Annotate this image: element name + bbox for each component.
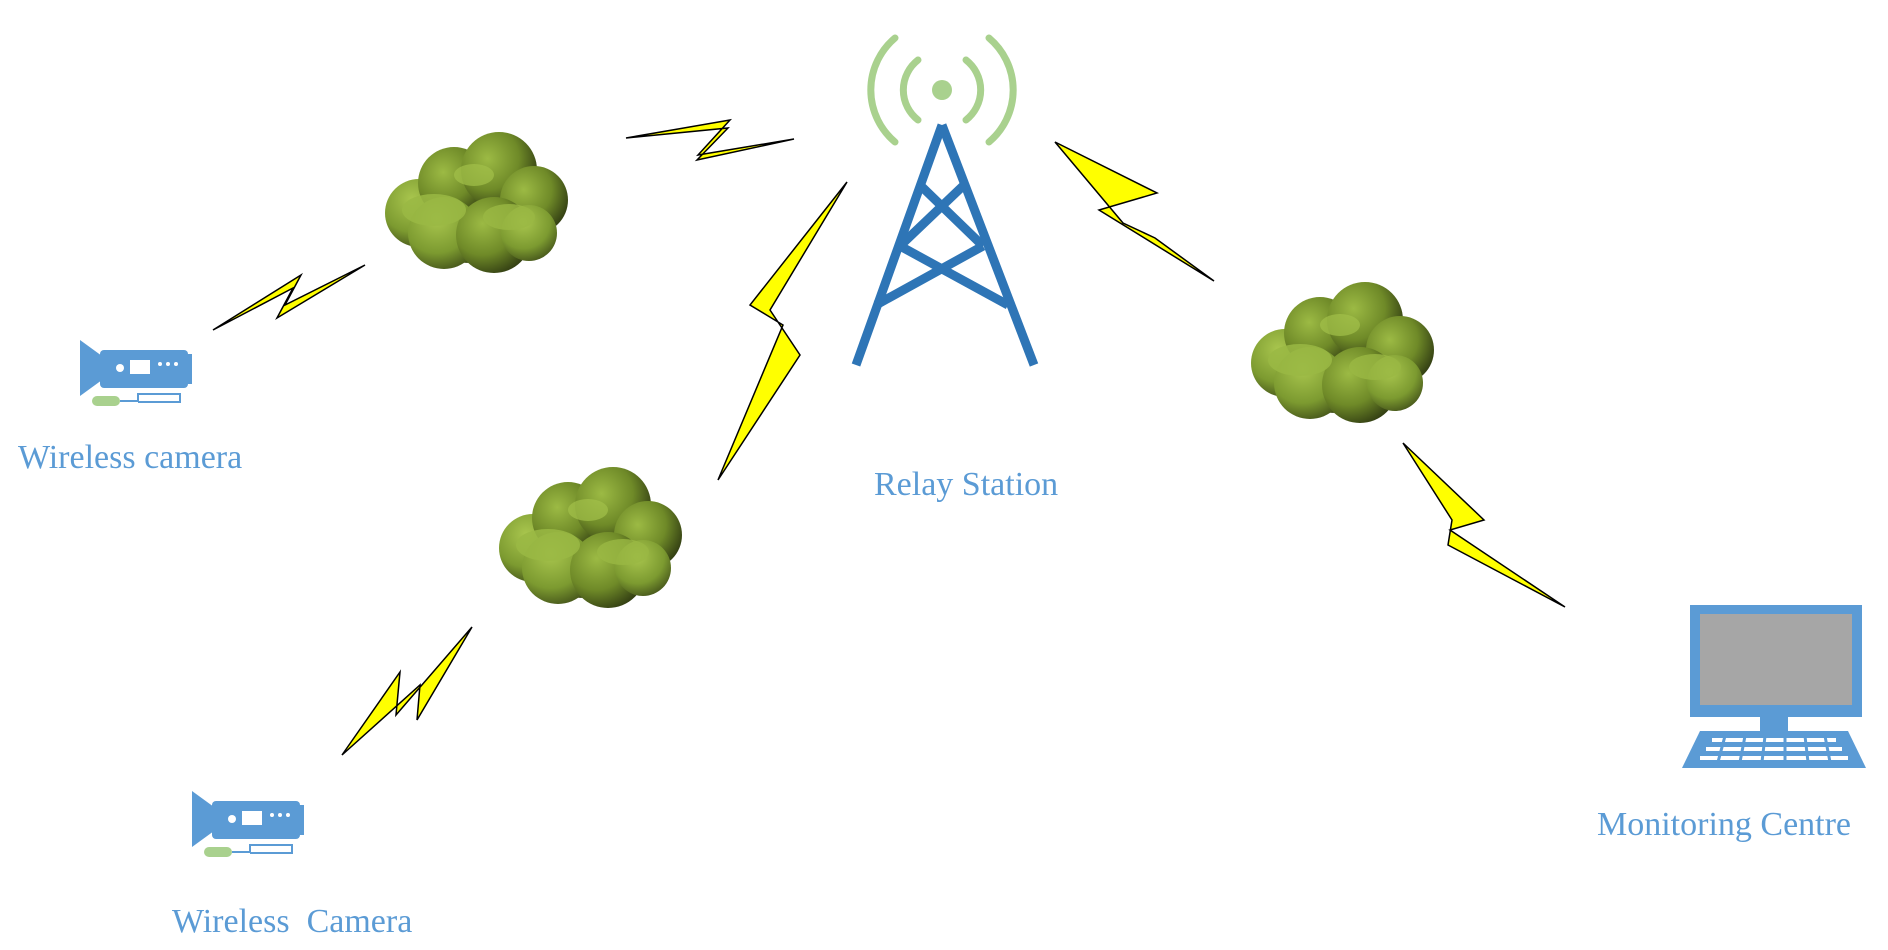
lightning-bolt-icon [341, 626, 473, 756]
tree-icon [385, 132, 568, 273]
lightning-bolt-icon [625, 118, 795, 162]
camera-2-label: Wireless Camera [172, 903, 413, 940]
wireless-signal-icon [867, 34, 1017, 146]
monitoring-centre-label: Monitoring Centre [1597, 806, 1852, 843]
camera-1-label: Wireless camera [18, 439, 243, 476]
radio-tower-icon [851, 34, 1039, 367]
tree-icon [499, 467, 682, 608]
computer-monitor-icon [1682, 605, 1866, 768]
lightning-bolt-icon [1054, 141, 1215, 282]
lightning-bolt-icon [1402, 442, 1566, 608]
video-camera-icon [191, 790, 305, 858]
lightning-bolt-icon [212, 264, 366, 331]
tree-icon [1251, 282, 1434, 423]
relay-station-label: Relay Station [874, 466, 1059, 503]
video-camera-icon [79, 339, 193, 407]
lightning-bolt-icon [717, 181, 848, 481]
